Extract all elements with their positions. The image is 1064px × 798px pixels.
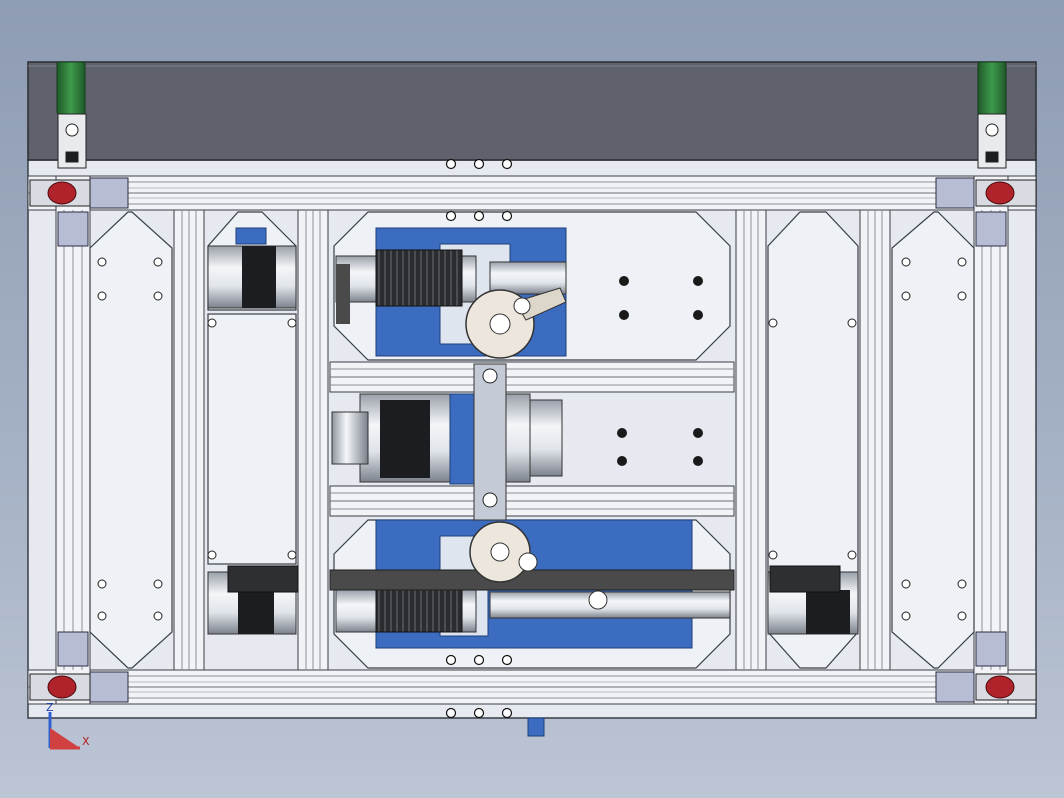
cam-wheel-upper[interactable] — [465, 287, 567, 359]
x-axis-label: X — [82, 735, 90, 748]
cam-wheel-lower[interactable] — [469, 521, 608, 610]
caster-top-right[interactable] — [975, 179, 1037, 207]
x-axis-icon — [50, 728, 80, 748]
green-pads[interactable] — [56, 61, 1007, 115]
fastener-dots — [617, 276, 703, 466]
green-pad-right[interactable] — [977, 61, 1007, 115]
bottom-connector[interactable] — [527, 717, 545, 737]
bolt-holes — [97, 257, 967, 621]
plate-left-outer[interactable] — [89, 211, 173, 669]
corner-brackets[interactable] — [57, 177, 1007, 703]
caster-bottom-right[interactable] — [975, 673, 1037, 701]
plate-left-middle[interactable] — [207, 313, 297, 565]
rail-top[interactable] — [27, 175, 1037, 211]
plate-right-inner[interactable] — [767, 211, 859, 669]
drive-belt[interactable] — [329, 569, 735, 591]
linkage-bar[interactable] — [473, 363, 507, 521]
rail-middle-lower[interactable] — [329, 485, 735, 517]
screws — [445, 158, 513, 719]
rail-middle-upper[interactable] — [329, 361, 735, 393]
caster-top-left[interactable] — [29, 179, 91, 207]
plate-right-outer[interactable] — [891, 211, 975, 669]
caster-bottom-left[interactable] — [29, 673, 91, 701]
casters[interactable] — [29, 179, 1037, 701]
motor-bottom-right[interactable] — [767, 565, 859, 635]
rail-bottom[interactable] — [27, 669, 1037, 705]
top-cover[interactable] — [27, 61, 1037, 161]
motor-bottom-left[interactable] — [207, 565, 299, 635]
view-triad: Z X — [46, 701, 90, 750]
z-axis-label: Z — [46, 701, 54, 714]
green-pad-left[interactable] — [56, 61, 86, 115]
motor-top-left[interactable] — [207, 227, 297, 309]
motor-middle-center[interactable] — [331, 393, 563, 485]
leveling-feet[interactable] — [57, 113, 1007, 169]
